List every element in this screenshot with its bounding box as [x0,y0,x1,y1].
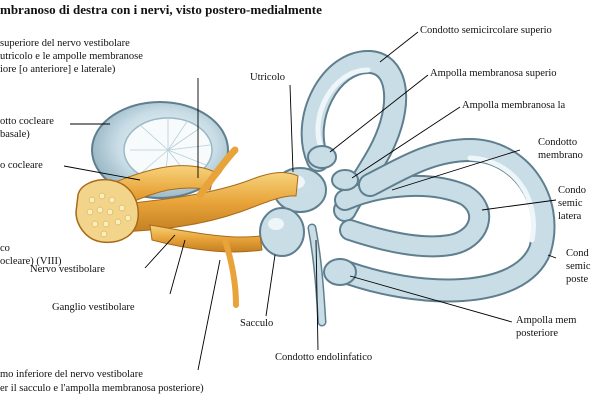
membranous-duct-label-1: Condotto [538,137,578,148]
superior-branch-label-2: utricolo e le ampolle membranose [0,51,143,62]
cochlear-duct-label-2: basale) [0,129,30,140]
lateral-canal-label-1: Condo [558,185,587,196]
posterior-ampulla-label-1: Ampolla mem [516,315,577,326]
lateral-ampulla-shape [331,169,359,191]
cochlear-duct-label-1: otto cocleare [0,116,54,127]
posterior-canal-label-3: poste [566,274,589,285]
vestibulocochlear-nerve-label-1: co [0,243,10,254]
cochlear-nerve-label: o cocleare [0,160,43,171]
inferior-vestibular-branch [149,224,263,253]
superior-ampulla-label: Ampolla membranosa superio [430,68,557,79]
figure-title: mbranoso di destra con i nervi, visto po… [0,2,322,17]
posterior-canal-label-2: semic [566,261,591,272]
membranous-duct-label-2: membrano [538,150,583,161]
lateral-canal-label-3: latera [558,211,582,222]
posterior-canal-label-1: Cond [566,248,589,259]
posterior-ampulla-label-2: posteriore [516,328,558,339]
nerves [75,146,299,308]
inferior-branch-label-2: er il sacculo e l'ampolla membranosa pos… [0,383,204,394]
inferior-branch-label-1: mo inferiore del nervo vestibolare [0,369,143,380]
vestibulocochlear-nerve-label-2: ocleare) (VIII) [0,256,62,267]
endolymphatic-duct-label: Condotto endolinfatico [275,352,373,363]
saccule-shape [259,207,305,257]
superior-ampulla-shape [307,145,337,169]
vestibular-ganglion-label: Ganglio vestibolare [52,302,135,313]
vestibular-nerve-label: Nervo vestibolare [30,264,105,275]
superior-branch-label-1: superiore del nervo vestibolare [0,38,130,49]
lateral-canal-label-2: semic [558,198,583,209]
posterior-ampulla-shape [323,258,357,286]
lateral-ampulla-label: Ampolla membranosa la [462,100,566,111]
leader-lines [63,31,557,371]
superior-branch-label-3: iore [o anteriore] e laterale) [0,64,116,75]
superior-canal-label: Condotto semicircolare superio [420,25,552,36]
membranous-labyrinth [300,50,556,303]
saccule-label: Sacculo [240,318,274,329]
utricle-label: Utricolo [250,72,285,83]
